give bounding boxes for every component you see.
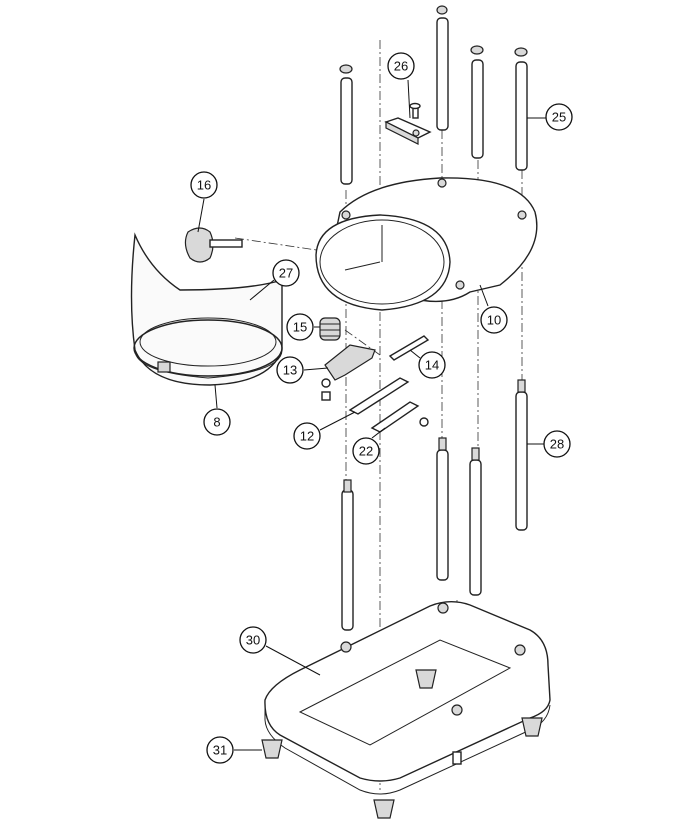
callout-16: 16 — [190, 171, 218, 199]
callout-26: 26 — [387, 52, 415, 80]
callout-25: 25 — [545, 103, 573, 131]
callout-13: 13 — [276, 356, 304, 384]
svg-text:25: 25 — [552, 110, 566, 125]
svg-text:8: 8 — [213, 415, 220, 430]
small-parts — [319, 317, 430, 433]
callout-27: 27 — [272, 259, 300, 287]
knob-part — [184, 227, 243, 263]
callout-8: 8 — [203, 408, 231, 436]
svg-text:22: 22 — [359, 444, 373, 459]
top-plate — [315, 177, 538, 311]
callout-15: 15 — [286, 313, 314, 341]
callout-31: 31 — [206, 736, 234, 764]
callout-14: 14 — [418, 351, 446, 379]
svg-text:10: 10 — [487, 313, 501, 328]
callout-30: 30 — [239, 626, 267, 654]
svg-text:26: 26 — [394, 59, 408, 74]
svg-text:12: 12 — [300, 429, 314, 444]
svg-text:15: 15 — [293, 320, 307, 335]
svg-text:14: 14 — [425, 358, 439, 373]
lower-rods — [341, 379, 528, 631]
callout-28: 28 — [543, 430, 571, 458]
guard-part — [130, 232, 283, 386]
svg-text:16: 16 — [197, 178, 211, 193]
svg-text:28: 28 — [550, 437, 564, 452]
callout-10: 10 — [480, 306, 508, 334]
upper-rods — [339, 5, 528, 185]
callout-22: 22 — [352, 437, 380, 465]
svg-text:31: 31 — [213, 743, 227, 758]
feet — [261, 669, 543, 819]
svg-text:13: 13 — [283, 363, 297, 378]
bracket-part — [384, 102, 432, 145]
svg-text:30: 30 — [246, 633, 260, 648]
svg-text:27: 27 — [279, 266, 293, 281]
base-part — [264, 601, 551, 795]
callout-12: 12 — [293, 422, 321, 450]
callouts: 26 25 16 27 10 15 14 13 8 12 22 28 30 31 — [190, 52, 573, 764]
